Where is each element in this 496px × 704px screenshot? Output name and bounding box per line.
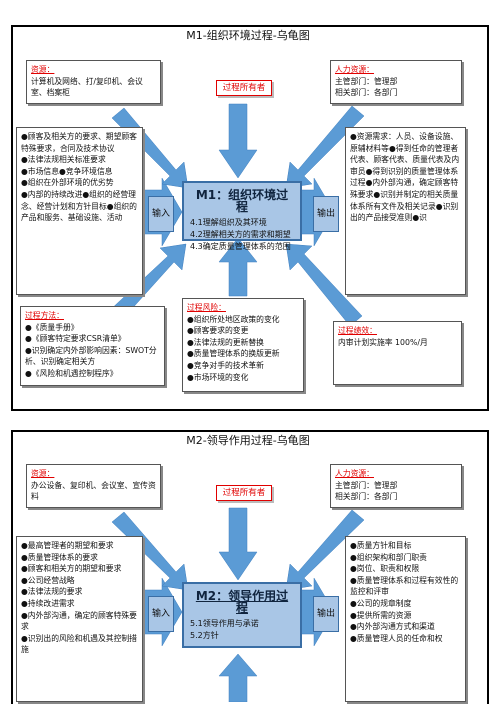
list-item: ●质量方针和目标 xyxy=(350,541,412,550)
list-item: ●市场环境的变化 xyxy=(187,372,249,382)
m1-performance-box: 过程绩效： 内审计划实施率 100%/月 xyxy=(333,321,462,385)
m1-resource-label: 资源： xyxy=(31,65,55,74)
m1-risk-box: 过程风险： ●组织所处地区政策的变化 ●顾客要求的变更 ●法律法规的更新替换 ●… xyxy=(182,298,304,392)
m2-resource-text: 办公设备、复印机、会议室、宣传资料 xyxy=(31,480,156,502)
list-item: ●《质量手册》 xyxy=(25,322,79,332)
m2-hr-line: 主管部门：管理部 xyxy=(335,480,398,490)
list-item: ●内部的持续改进●组织的经营理念、经营计划和方针目标●组织的产品和服务、基础设施… xyxy=(21,189,137,223)
list-item: ●法律法规的要求 xyxy=(21,587,83,597)
m1-performance-label: 过程绩效： xyxy=(338,326,377,335)
m2-input-box: ●最高管理者的期望和要求 ●质量管理体系的要求 ●顾客和相关方的期望和要求 ●公… xyxy=(16,536,143,702)
list-item: ●岗位、职责和权限 xyxy=(350,564,420,574)
list-item: ●顾客及相关方的要求、期望顾客特殊要求，合同及技术协议 xyxy=(21,132,137,153)
list-item: ●法律法规的更新替换 xyxy=(187,337,264,347)
m2-hr-box: 人力资源： 主管部门：管理部 相关部门：各部门 xyxy=(330,464,462,508)
m2-hr-line: 相关部门：各部门 xyxy=(335,492,398,502)
list-item: ●顾客和相关方的期望和要求 xyxy=(21,564,122,574)
m2-output-box: ●质量方针和目标 ●组织架构和部门职责 ●岗位、职责和权限 ●质量管理体系和过程… xyxy=(345,536,466,702)
m1-title: M1-组织环境过程-乌龟图 xyxy=(0,27,496,43)
list-item: ●组织所处地区政策的变化 xyxy=(187,314,280,324)
list-item: ●资源需求：人员、设备设施、原辅材料等●得到任命的管理者代表、顾客代表、质量代表… xyxy=(350,132,460,223)
list-item: ●组织在外部环境的优劣势 xyxy=(21,178,114,188)
m1-resource-text: 计算机及网络、打/复印机、会议室、档案柜 xyxy=(31,76,143,98)
m1-risk-label: 过程风险： xyxy=(187,303,226,312)
m1-input-tag: 输入 xyxy=(148,196,174,232)
list-item: ●顾客要求的变更 xyxy=(187,326,249,336)
m1-process-owner: 过程所有者 xyxy=(216,80,272,96)
m1-hr-label: 人力资源： xyxy=(335,65,374,74)
m2-title: M2-领导作用过程-乌龟图 xyxy=(0,432,496,448)
list-item: ●公司的规章制度 xyxy=(350,598,412,608)
m2-arrow-tl xyxy=(111,511,189,591)
m2-resource-box: 资源： 办公设备、复印机、会议室、宣传资料 xyxy=(26,464,161,508)
list-item: ●质量管理体系的换版更新 xyxy=(187,349,280,359)
list-item: ●质量管理人员的任命和权 xyxy=(350,633,443,643)
m1-input-box: ●顾客及相关方的要求、期望顾客特殊要求，合同及技术协议 ●法律法规相关标准要求 … xyxy=(16,127,143,295)
list-item: ●竞争对手的技术革新 xyxy=(187,360,264,370)
list-item: ●内外部沟通，确定的顾客特殊要求 xyxy=(21,610,137,632)
list-item: ●识别确定内外部影响因素：SWOT分析、识别确定相关方 xyxy=(25,345,157,367)
list-item: ●质量管理体系的要求 xyxy=(21,552,98,562)
m1-method-box: 过程方法： ●《质量手册》 ●《顾客特定要求CSR清单》 ●识别确定内外部影响因… xyxy=(20,306,165,386)
list-item: ●质量管理体系和过程有效性的监控和评审 xyxy=(350,575,459,597)
m2-hr-label: 人力资源： xyxy=(335,469,374,478)
list-item: ●《顾客特定要求CSR清单》 xyxy=(25,334,126,344)
list-item: ●法律法规相关标准要求 xyxy=(21,155,106,165)
list-item: ●最高管理者的期望和要求 xyxy=(21,541,114,550)
m1-performance-text: 内审计划实施率 100%/月 xyxy=(338,337,428,347)
m1-hr-box: 人力资源： 主管部门：管理部 相关部门：各部门 xyxy=(330,60,462,104)
list-item: ●《风险和机遇控制程序》 xyxy=(25,368,118,378)
list-item: ●持续改进需求 xyxy=(21,598,75,608)
m1-center-title: M1：组织环境过程 xyxy=(195,188,289,214)
m2-center-title: M2：领导作用过程 xyxy=(195,589,289,615)
m2-resource-label: 资源： xyxy=(31,469,55,478)
m1-method-label: 过程方法： xyxy=(25,311,64,320)
m1-arrow-bottom xyxy=(218,237,258,297)
list-item: ●市场信息●竞争环境信息 xyxy=(21,166,113,176)
m1-output-tag: 输出 xyxy=(313,196,339,232)
m2-arrow-top xyxy=(218,507,258,581)
list-item: ●识别出的风险和机遇及其控制措施 xyxy=(21,633,137,655)
m2-output-tag: 输出 xyxy=(313,596,339,632)
list-item: ●公司经营战略 xyxy=(21,575,75,585)
m1-hr-line: 相关部门：各部门 xyxy=(335,88,398,98)
m1-resource-box: 资源： 计算机及网络、打/复印机、会议室、档案柜 xyxy=(26,60,161,104)
m2-arrow-bottom xyxy=(218,653,258,702)
m1-hr-line: 主管部门：管理部 xyxy=(335,76,398,86)
list-item: ●组织架构和部门职责 xyxy=(350,552,427,562)
m1-output-box: ●资源需求：人员、设备设施、原辅材料等●得到任命的管理者代表、顾客代表、质量代表… xyxy=(345,127,466,295)
m1-center-item: 4.3确定质量管理体系的范围 xyxy=(190,242,291,251)
m2-input-tag: 输入 xyxy=(148,596,174,632)
list-item: ●内外部沟通方式和渠道 xyxy=(350,622,435,632)
m2-process-owner: 过程所有者 xyxy=(216,485,272,501)
m1-center-item: 4.1理解组织及其环境 xyxy=(190,218,267,227)
m1-center-box: M1：组织环境过程 4.1理解组织及其环境 4.2理解相关方的需求和期望 4.3… xyxy=(182,181,302,251)
list-item: ●提供所需的资源 xyxy=(350,610,412,620)
m1-arrow-br xyxy=(285,243,363,327)
m2-center-box: M2：领导作用过程 5.1领导作用与承诺 5.2方针 xyxy=(182,582,302,648)
m1-arrow-top xyxy=(218,103,258,179)
m1-center-item: 4.2理解相关方的需求和期望 xyxy=(190,230,291,239)
m2-center-item: 5.1领导作用与承诺 xyxy=(190,619,259,628)
m2-center-item: 5.2方针 xyxy=(190,631,219,640)
